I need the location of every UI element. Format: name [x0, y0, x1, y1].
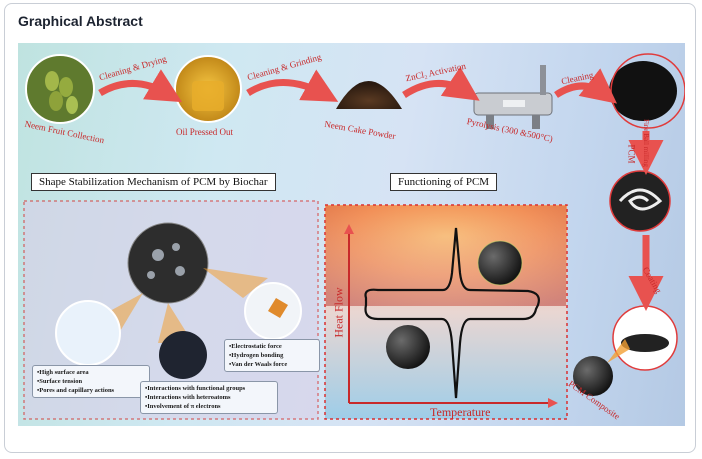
surface-interaction-illustration — [55, 300, 121, 366]
step-label-oil: Oil Pressed Out — [176, 127, 233, 137]
mechanism-group-surface: High surface area Surface tension Pores … — [32, 365, 150, 398]
arrow-1 — [98, 69, 183, 103]
biochar-image — [609, 61, 677, 121]
pyrolysis-furnace-image — [473, 65, 553, 129]
bullet-item: Electrostatic force — [229, 342, 315, 351]
bullet-item: Hydrogen bonding — [229, 351, 315, 360]
pcm-composite-sphere — [573, 356, 613, 396]
mechanism-title: Shape Stabilization Mechanism of PCM by … — [31, 173, 276, 191]
bullet-item: Interactions with heteroatoms — [145, 393, 273, 402]
graphical-abstract-figure: Neem Fruit Collection Oil Pressed Out Ne… — [18, 43, 685, 426]
bullet-item: Pores and capillary actions — [37, 386, 145, 395]
y-axis-label: Heat Flow — [331, 287, 346, 338]
neem-cake-powder-image — [336, 81, 402, 109]
bullet-item: High surface area — [37, 368, 145, 377]
arrow-3 — [402, 66, 480, 101]
pcm-sphere-solid — [386, 325, 430, 369]
card-title: Graphical Abstract — [18, 13, 143, 29]
arrow-4 — [554, 68, 618, 104]
arrow-2 — [246, 69, 339, 102]
pcm-sphere-melted — [478, 241, 522, 285]
dsc-curve — [364, 227, 540, 399]
bullet-item: Van der Waals force — [229, 360, 315, 369]
biochar-particle — [127, 222, 209, 304]
down-label-ball-milling: Fine Ball milling — [641, 119, 650, 167]
mechanism-group-forces: Electrostatic force Hydrogen bonding Van… — [224, 339, 320, 372]
bullet-item: Surface tension — [37, 377, 145, 386]
down-label-pcm: PCM — [626, 144, 637, 164]
bullet-item: Involvement of π electrons — [145, 402, 273, 411]
mechanism-group-chemical: Interactions with functional groups Inte… — [140, 381, 278, 414]
bullet-item: Interactions with functional groups — [145, 384, 273, 393]
molecular-interaction-illustration — [159, 331, 207, 379]
functioning-title: Functioning of PCM — [390, 173, 498, 191]
x-axis-label: Temperature — [430, 405, 491, 419]
